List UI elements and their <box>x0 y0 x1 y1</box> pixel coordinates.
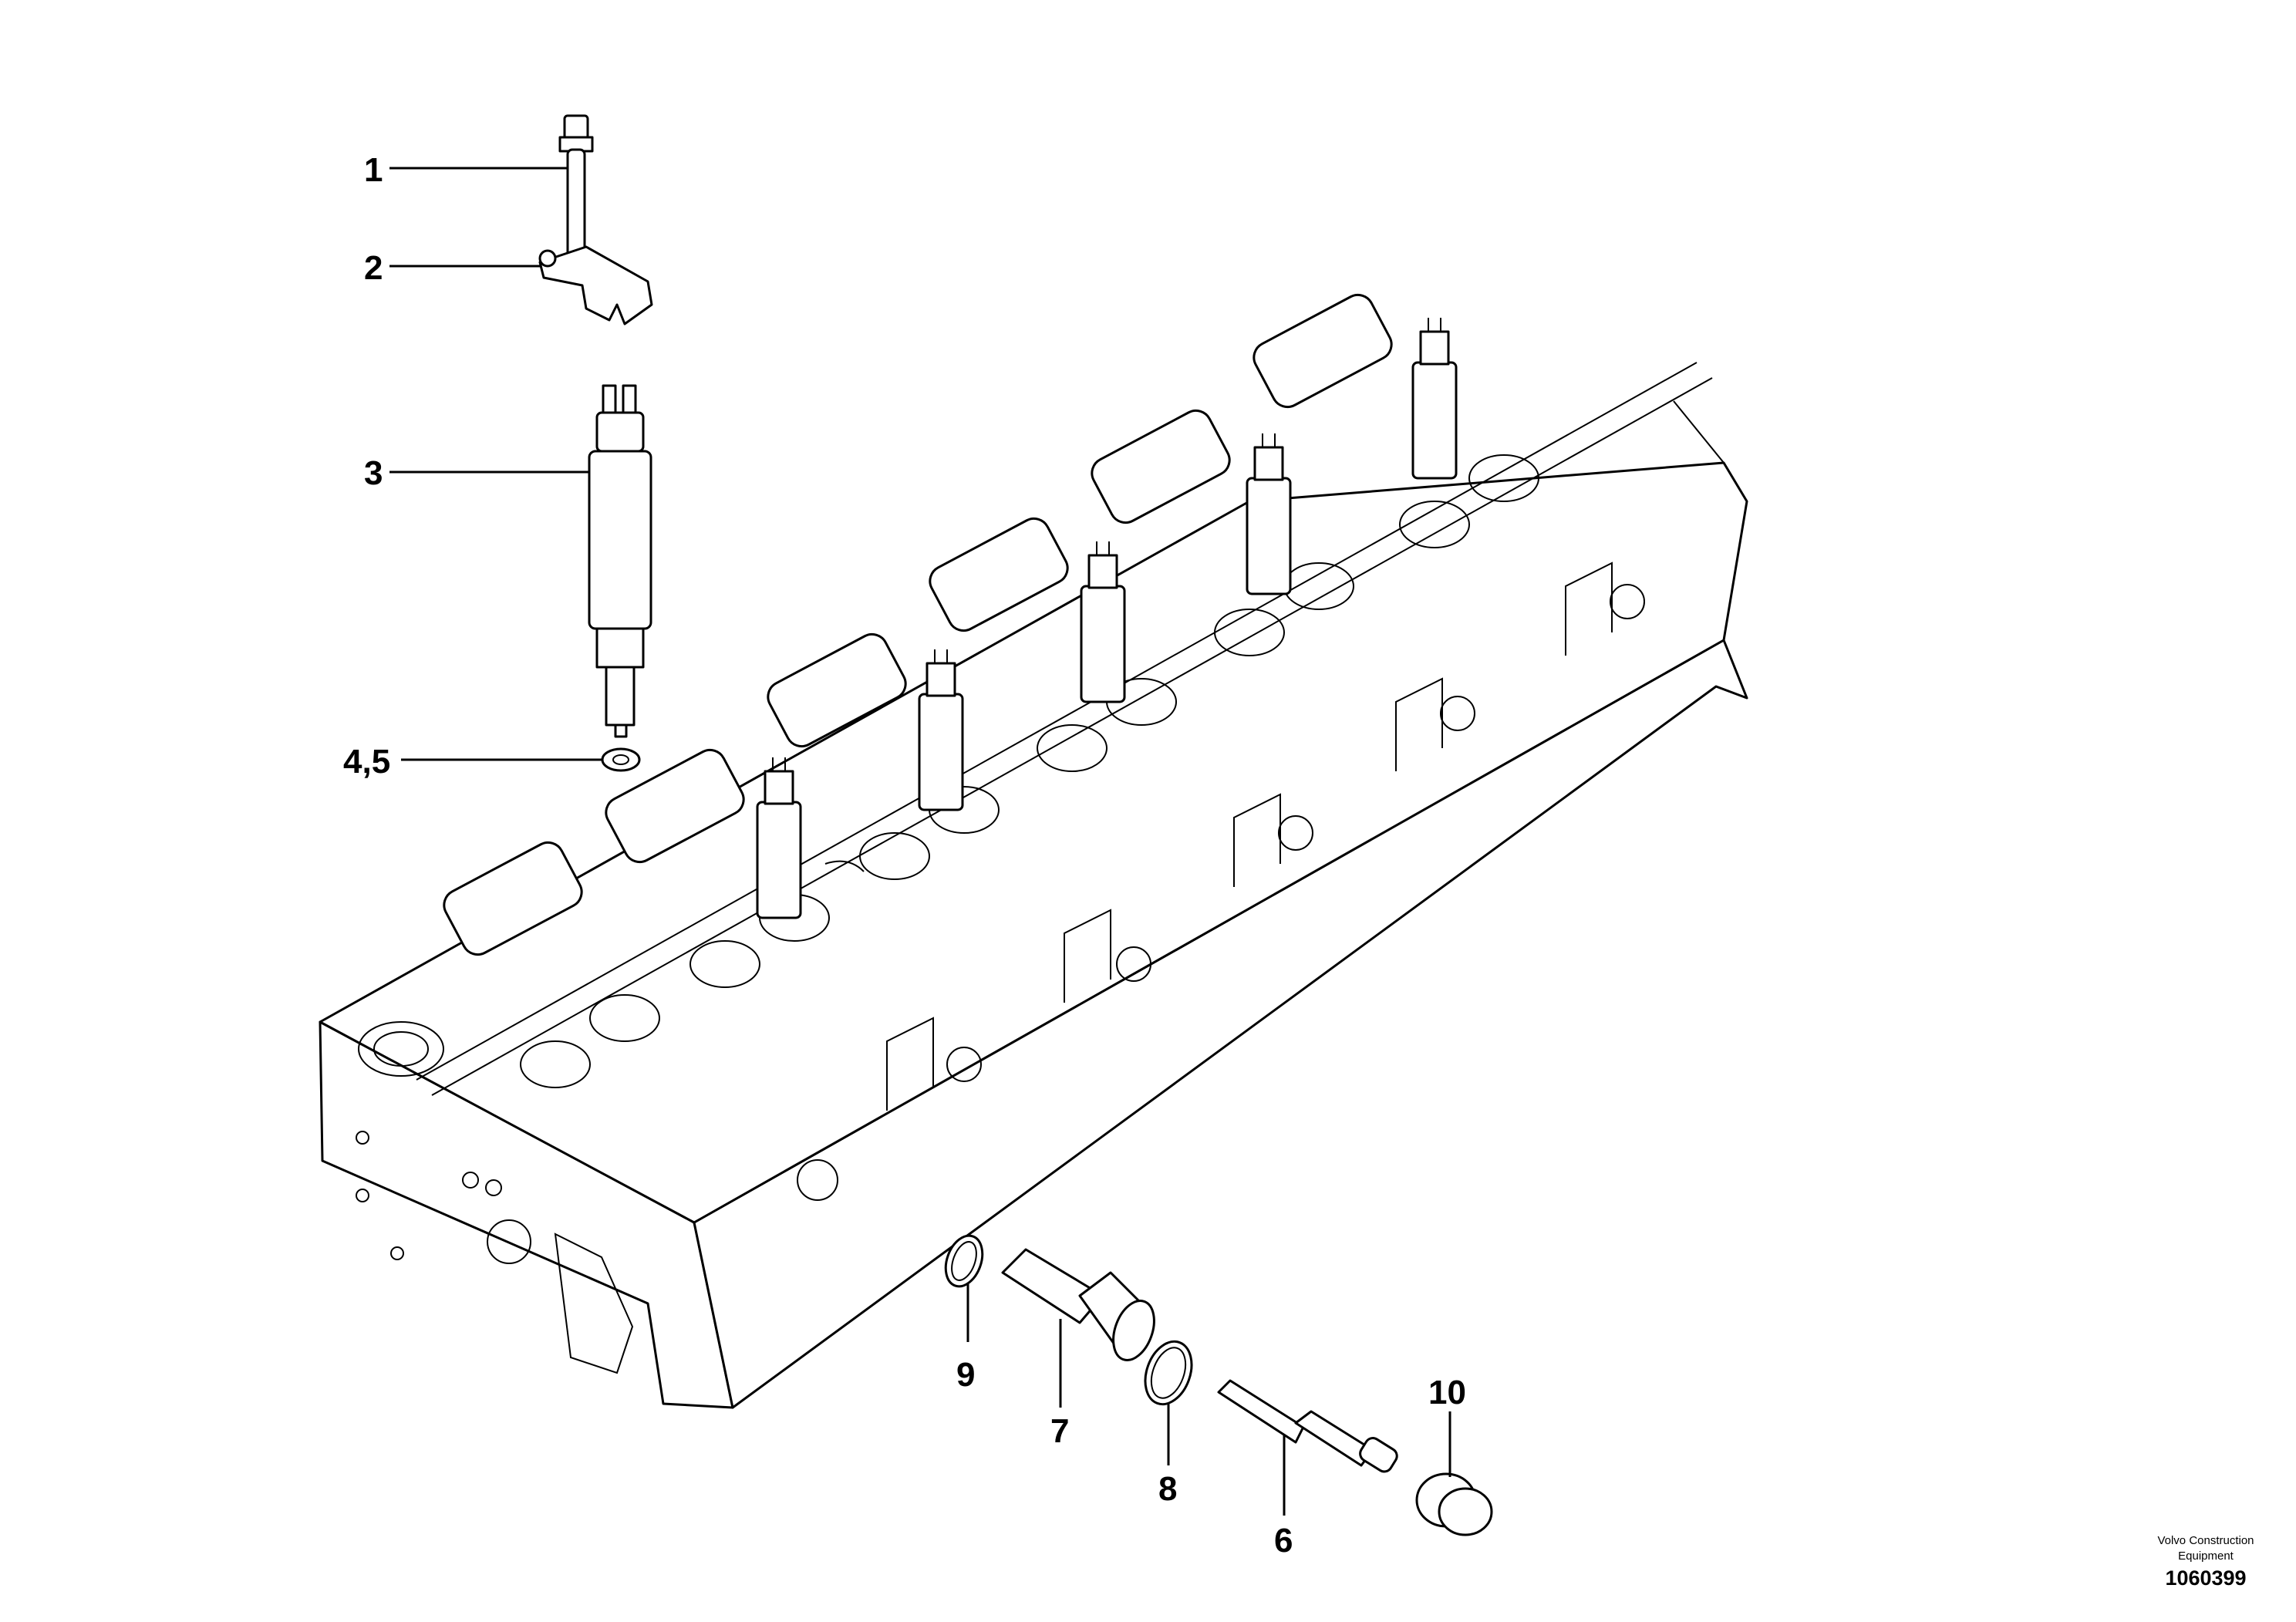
cylinder-head <box>319 293 1748 1409</box>
callout-labels: 1 2 3 4,5 6 7 8 9 10 <box>343 151 1466 1560</box>
callout-2: 2 <box>364 249 383 287</box>
part-bolt <box>558 114 594 259</box>
part-washer <box>601 747 641 772</box>
callout-3: 3 <box>364 454 383 492</box>
leader-lines <box>389 167 1451 1516</box>
callout-9: 9 <box>956 1356 975 1394</box>
part-injector <box>588 384 652 738</box>
part-clamp <box>538 245 653 325</box>
image-code: 1060399 <box>2165 1566 2246 1590</box>
part-o-ring-large <box>1144 1340 1193 1406</box>
callout-8: 8 <box>1158 1470 1177 1508</box>
footer: Volvo Construction Equipment 1060399 <box>2157 1534 2254 1590</box>
part-o-ring-small <box>944 1234 984 1288</box>
part-plug <box>1415 1472 1493 1536</box>
part-adapter <box>1001 1248 1155 1361</box>
callout-1: 1 <box>364 151 383 189</box>
callout-4-5: 4,5 <box>343 743 390 781</box>
callout-10: 10 <box>1428 1374 1466 1411</box>
callout-6: 6 <box>1274 1522 1293 1560</box>
part-pipe <box>1217 1379 1398 1473</box>
callout-7: 7 <box>1050 1412 1069 1450</box>
brand-line-1: Volvo Construction <box>2157 1534 2254 1547</box>
brand-line-2: Equipment <box>2178 1549 2234 1563</box>
